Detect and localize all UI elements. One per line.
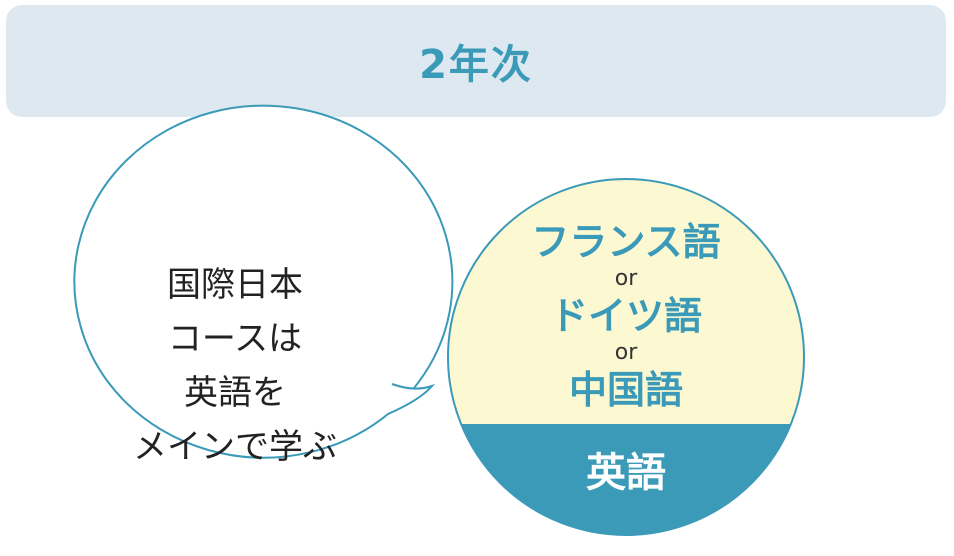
bubble-line: コースは <box>167 319 303 359</box>
bubble-line: 国際日本 <box>167 265 303 305</box>
bubble-line: メインで学ぶ <box>133 427 337 467</box>
language-option-german: ドイツ語 <box>549 294 702 338</box>
bubble-text: 国際日本 コースは 英語を メインで学ぶ <box>100 258 370 474</box>
language-circle-outline <box>447 178 805 536</box>
bubble-line: 英語を <box>184 373 286 413</box>
main-language-label: 英語 <box>586 450 666 496</box>
or-connector: or <box>614 266 638 291</box>
language-option-french: フランス語 <box>531 220 721 264</box>
language-option-chinese: 中国語 <box>568 368 683 412</box>
header-title: 2年次 <box>419 42 533 88</box>
language-options: フランス語 or ドイツ語 or 中国語 <box>466 218 786 414</box>
or-connector: or <box>614 340 638 365</box>
speech-bubble <box>73 104 454 459</box>
header-banner: 2年次 <box>6 5 946 117</box>
